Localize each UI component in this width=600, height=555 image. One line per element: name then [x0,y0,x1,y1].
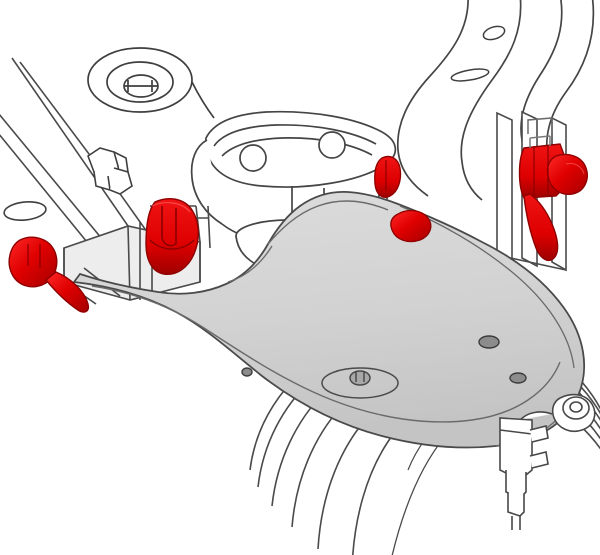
bushing-strut-rod[interactable] [518,135,588,262]
hardware-arm-rivets [241,335,527,384]
part-subframe-holes [450,25,506,82]
hardware-bolt-head-hex [87,147,133,195]
part-ball-joint [499,393,596,530]
hardware-arm-rivet-a [478,335,500,349]
part-subframe-rail [396,0,595,201]
bushing-rear-inner[interactable] [8,236,90,313]
part-strut-cap [527,117,553,134]
hardware-arm-boss-ring [321,367,399,399]
hardware-washer-ellipse [3,200,47,222]
hardware-arm-rivet-b [509,372,527,384]
part-top-mount-ring [87,47,215,119]
bushing-front-inner[interactable] [145,198,199,275]
bushing-knuckle-pivot[interactable] [374,155,402,198]
bushing-knuckle-cap[interactable] [390,209,432,243]
hardware-arm-rivet-c [241,367,253,377]
